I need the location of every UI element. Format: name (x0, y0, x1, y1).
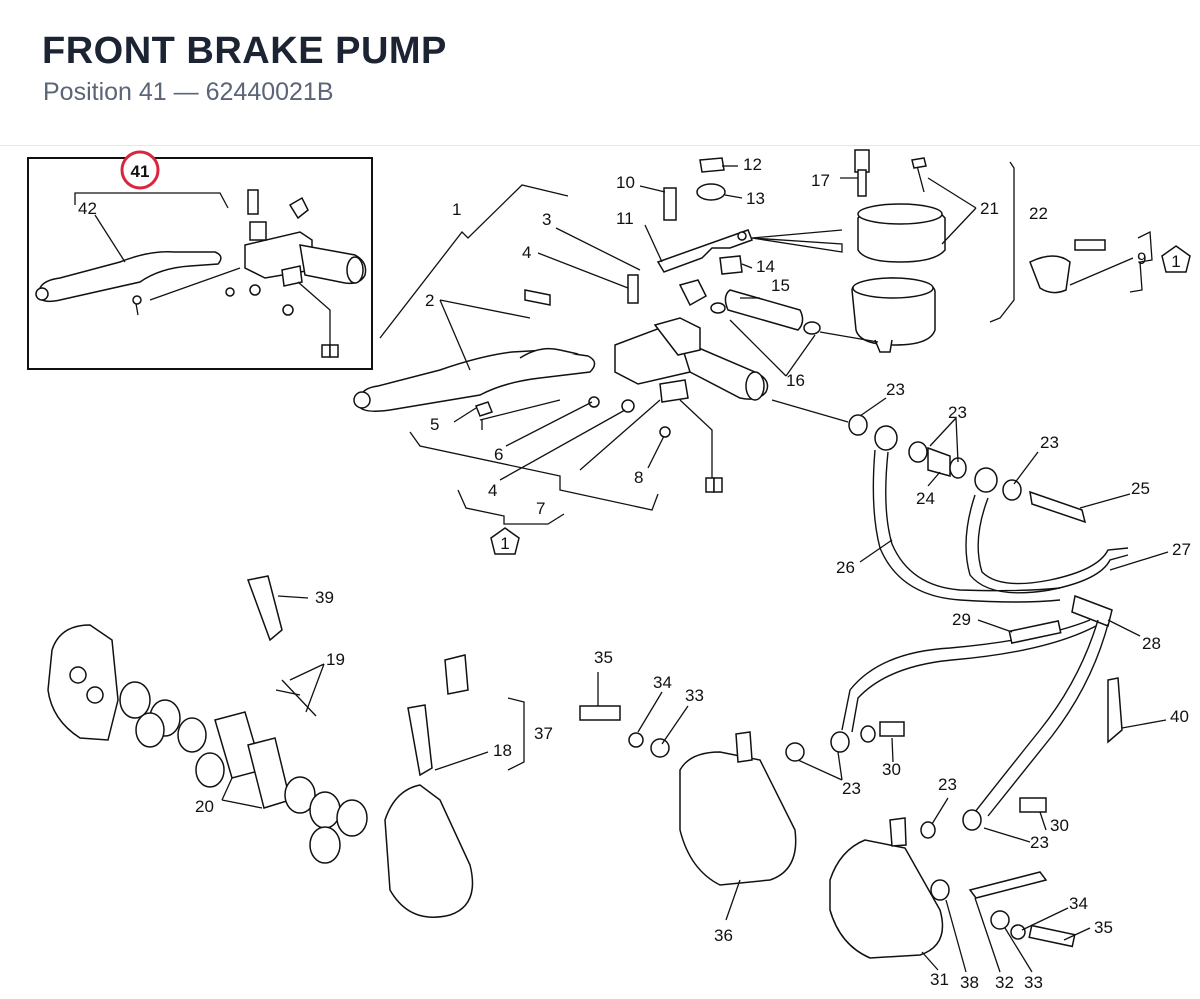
callout-22: 22 (1029, 204, 1048, 223)
left-caliper (47, 575, 525, 918)
callout-23b: 23 (948, 403, 967, 422)
lever-assembly (353, 184, 769, 525)
callout-1: 1 (452, 200, 461, 219)
callout-25: 25 (1131, 479, 1150, 498)
inset-highlight-circle (120, 150, 160, 190)
callout-13: 13 (746, 189, 765, 208)
callout-32: 32 (995, 973, 1014, 992)
callout-35a: 35 (594, 648, 613, 667)
svg-text:1: 1 (500, 534, 509, 553)
part-number: 62440021B (205, 78, 334, 106)
position-label: Position 41 (43, 78, 167, 106)
callout-9: 9 (1137, 249, 1146, 268)
callout-19: 19 (326, 650, 345, 669)
center-caliper (579, 705, 797, 886)
callout-4b: 4 (488, 481, 497, 500)
page-subtitle: Position 41 — 62440021B (43, 78, 334, 107)
callout-5: 5 (430, 415, 439, 434)
callout-15: 15 (771, 276, 790, 295)
callout-8: 8 (634, 468, 643, 487)
callout-34a: 34 (653, 673, 672, 692)
callout-16: 16 (786, 371, 805, 390)
callout-29: 29 (952, 610, 971, 629)
callout-14: 14 (756, 257, 775, 276)
callout-23f: 23 (1030, 833, 1049, 852)
callout-23c: 23 (1040, 433, 1059, 452)
callout-23e: 23 (938, 775, 957, 794)
callout-34b: 34 (1069, 894, 1088, 913)
svg-text:1: 1 (1171, 252, 1180, 271)
leader-lines (221, 165, 1169, 973)
callout-27: 27 (1172, 540, 1191, 559)
callout-20: 20 (195, 797, 214, 816)
callout-11: 11 (616, 209, 634, 228)
callout-40: 40 (1170, 707, 1189, 726)
callout-21: 21 (980, 199, 999, 218)
callout-23a: 23 (886, 380, 905, 399)
callout-4a: 4 (522, 243, 531, 262)
callout-10: 10 (616, 173, 635, 192)
callout-24: 24 (916, 489, 935, 508)
separator: — (173, 78, 199, 106)
inset-highlight-label: 41 (131, 162, 150, 181)
page-header: FRONT BRAKE PUMP Position 41 — 62440021B (0, 0, 1200, 146)
page-title: FRONT BRAKE PUMP (42, 30, 447, 72)
callout-35b: 35 (1094, 918, 1113, 937)
reference-marker-right: 1 (1161, 245, 1191, 273)
inset-panel (27, 157, 373, 370)
reference-marker-bottom: 1 (490, 527, 520, 555)
callout-28: 28 (1142, 634, 1161, 653)
callout-23d: 23 (842, 779, 861, 798)
callout-18: 18 (493, 741, 512, 760)
callout-33a: 33 (685, 686, 704, 705)
inset-sub-label: 42 (78, 199, 97, 218)
callout-6: 6 (494, 445, 503, 464)
callout-17: 17 (811, 171, 830, 190)
callout-36: 36 (714, 926, 733, 945)
callout-7: 7 (536, 499, 545, 518)
callout-30a: 30 (882, 760, 901, 779)
callout-26: 26 (836, 558, 855, 577)
callout-12: 12 (743, 155, 762, 174)
callout-38: 38 (960, 973, 979, 992)
callout-3: 3 (542, 210, 551, 229)
callout-37: 37 (534, 724, 553, 743)
reservoir-assembly (656, 149, 1153, 353)
callout-31: 31 (930, 970, 949, 989)
hose-assembly (771, 399, 1129, 839)
right-caliper (829, 817, 1076, 959)
callout-39: 39 (315, 588, 334, 607)
callout-2: 2 (425, 291, 434, 310)
callout-33b: 33 (1024, 973, 1043, 992)
callout-30b: 30 (1050, 816, 1069, 835)
callout-labels: 1 2 3 4 4 5 6 7 8 9 10 11 12 13 14 15 16… (195, 155, 1191, 992)
